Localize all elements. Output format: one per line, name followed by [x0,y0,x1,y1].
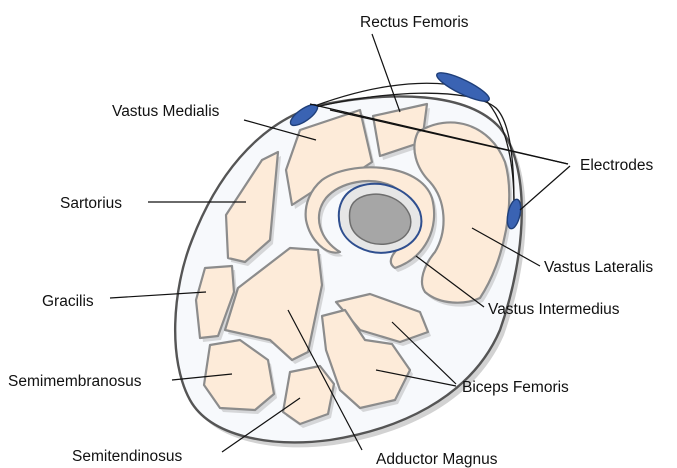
label-sartorius: Sartorius [60,195,122,212]
label-biceps-femoris: Biceps Femoris [462,379,569,396]
label-semitendinosus: Semitendinosus [72,448,183,465]
label-vastus-medialis: Vastus Medialis [112,103,220,120]
label-rectus-femoris: Rectus Femoris [360,14,469,31]
label-vastus-lateralis: Vastus Lateralis [544,259,653,276]
label-vastus-intermedius: Vastus Intermedius [488,301,620,318]
label-adductor-magnus: Adductor Magnus [376,451,498,468]
label-gracilis: Gracilis [42,293,94,310]
leader-electrodes-3 [520,166,570,210]
label-semimembranosus: Semimembranosus [8,373,142,390]
label-electrodes: Electrodes [580,157,653,174]
